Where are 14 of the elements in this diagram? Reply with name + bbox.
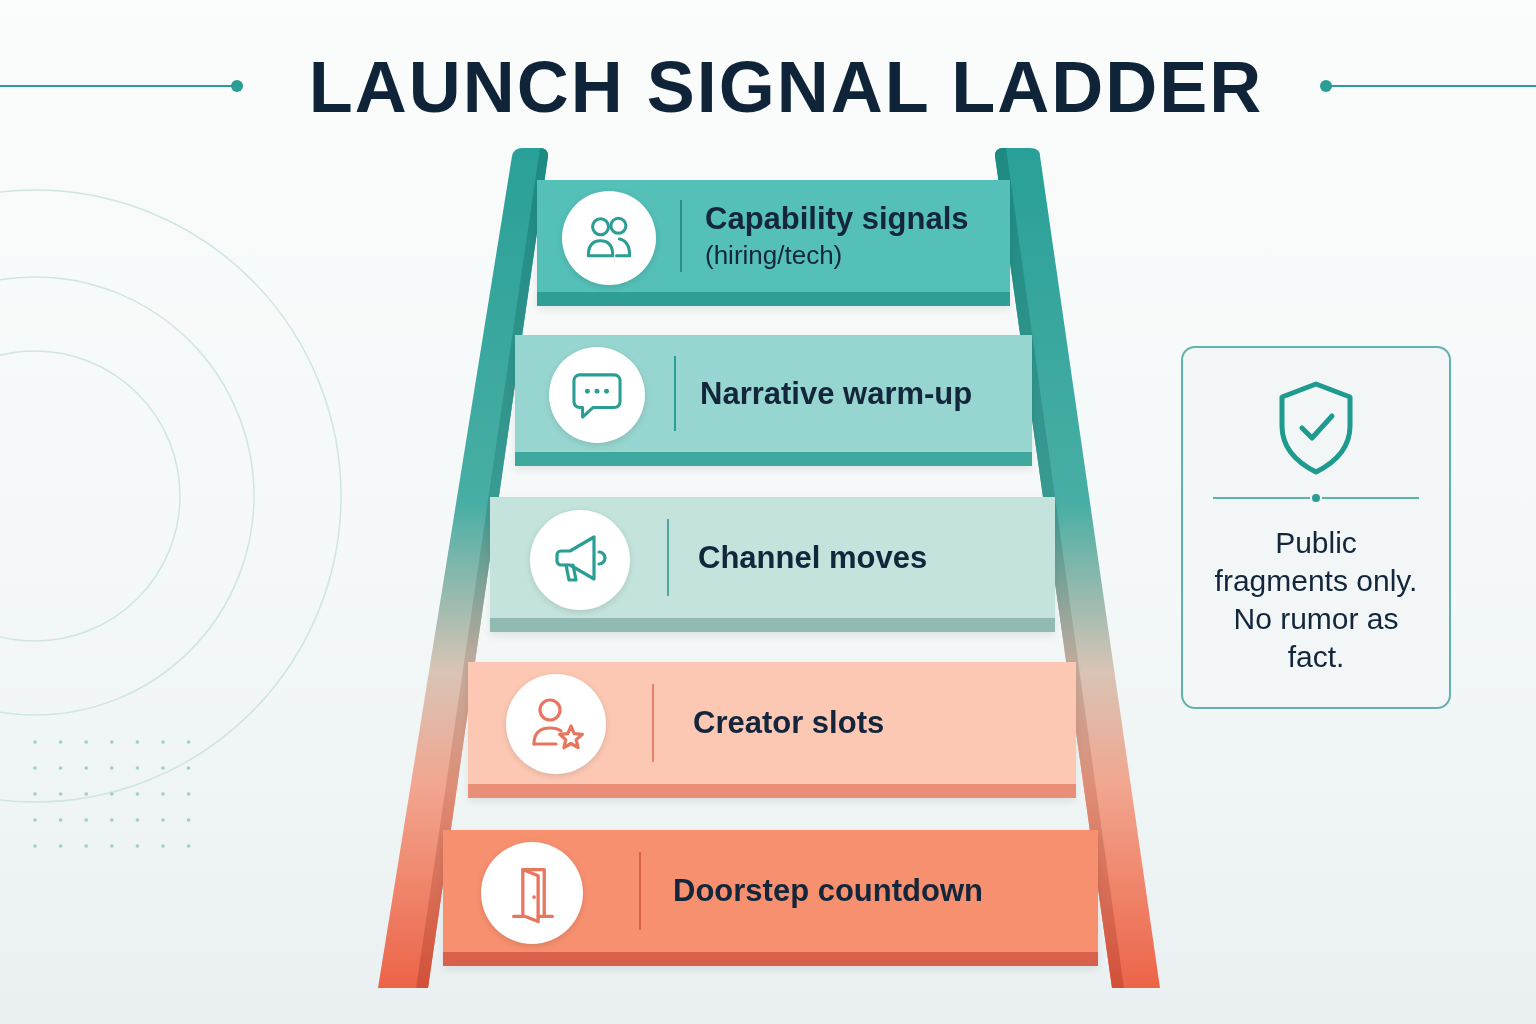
rung-label: Doorstep countdown	[673, 872, 983, 910]
rung-sublabel: (hiring/tech)	[705, 239, 844, 272]
note-text: Public fragments only. No rumor as fact.	[1213, 525, 1419, 675]
ladder-rung	[515, 335, 1032, 466]
ladder-rung	[490, 497, 1055, 632]
note-card	[1181, 346, 1451, 709]
ladder-rung	[443, 830, 1098, 966]
rung-label: Capability signals	[705, 200, 969, 238]
rung-label: Channel moves	[698, 538, 928, 577]
rung-label: Narrative warm-up	[700, 374, 973, 413]
ladder-rung	[537, 180, 1010, 306]
ladder-rung	[468, 662, 1076, 798]
rung-label: Creator slots	[693, 704, 885, 742]
title: LAUNCH SIGNAL LADDER	[308, 46, 1264, 129]
